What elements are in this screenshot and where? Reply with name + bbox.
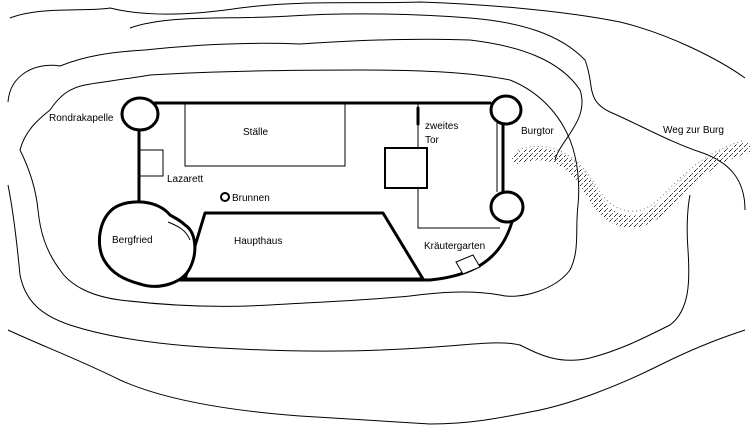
label-zweites: zweites: [425, 121, 458, 132]
label-burgtor: Burgtor: [521, 126, 554, 137]
tower-bergfried-lobe: [167, 221, 191, 241]
contour-line-second: [129, 13, 746, 211]
label-tor: Tor: [425, 135, 440, 146]
tower-burgtor: [489, 190, 525, 224]
inner-wall-zweites-tor: [417, 104, 500, 229]
road-weg-zur-burg-edge: [517, 139, 746, 212]
label-rondrakapelle: Rondrakapelle: [49, 113, 114, 124]
brunnen-icon: [220, 192, 230, 202]
label-kraeutergarten: Kräutergarten: [424, 241, 485, 252]
label-weg-zur-burg: Weg zur Burg: [663, 125, 724, 136]
label-lazarett: Lazarett: [167, 174, 203, 185]
contour-line-third: [7, 38, 583, 161]
contour-line-lower: [7, 184, 691, 361]
label-bergfried: Bergfried: [112, 235, 153, 246]
building-kraeutergarten-hut: [455, 254, 481, 275]
label-staelle: Ställe: [243, 127, 268, 138]
building-haupthaus: [183, 211, 425, 281]
label-haupthaus: Haupthaus: [234, 236, 282, 247]
road-weg-zur-burg: [512, 142, 750, 228]
contour-line-bottom: [7, 329, 746, 425]
tower-rondrakapelle: [120, 96, 160, 132]
castle-wall-southeast: [428, 220, 514, 282]
contour-line-main: [19, 69, 580, 307]
contour-line-outer: [9, 1, 746, 79]
building-lazarett: [139, 149, 164, 177]
tower-northeast: [489, 94, 523, 126]
label-brunnen: Brunnen: [232, 193, 270, 204]
building-gatehouse: [384, 147, 428, 189]
building-staelle: [184, 103, 346, 167]
